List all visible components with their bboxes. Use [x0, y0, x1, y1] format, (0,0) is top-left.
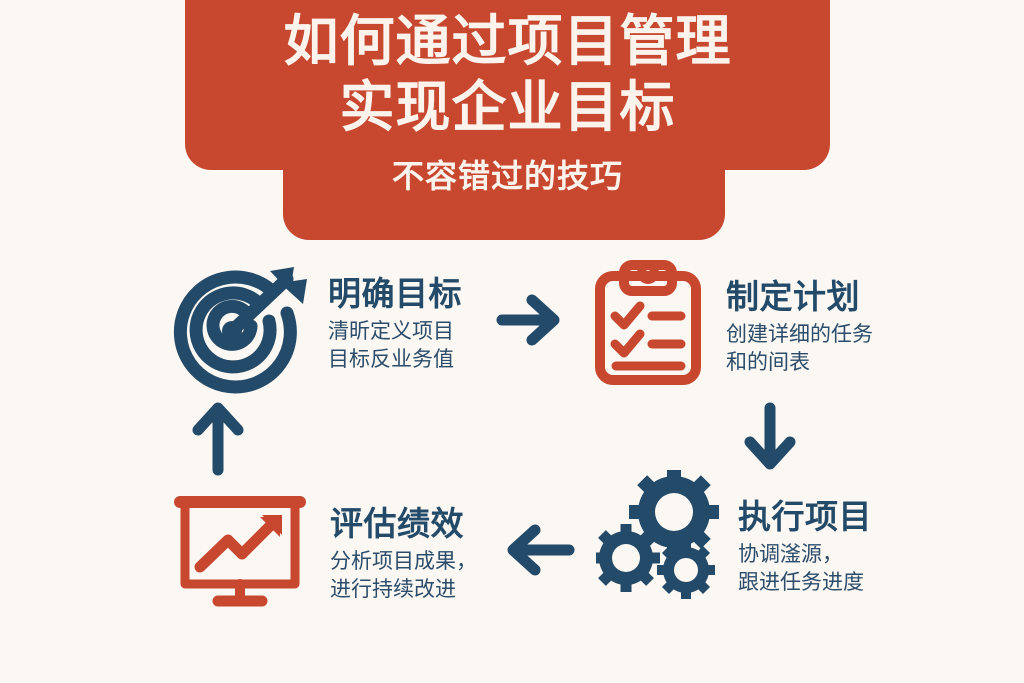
- step-desc-line-1: 创建详细的任务: [726, 323, 873, 346]
- gears-icon: [592, 467, 726, 605]
- presentation-chart-icon: [170, 487, 310, 617]
- step-make-plan-text: 制定计划 创建详细的任务 和的间表: [726, 278, 873, 377]
- step-define-goals-text: 明确目标 清昕定义项目 目标反业务值: [328, 275, 462, 374]
- step-desc-line-2: 跟进任务进度: [738, 571, 864, 594]
- step-desc-line-1: 协调滏源，: [738, 543, 843, 566]
- step-make-plan: 制定计划 创建详细的任务 和的间表: [588, 258, 873, 393]
- step-title: 明确目标: [328, 275, 462, 312]
- clipboard-checklist-icon: [588, 258, 708, 393]
- arrow-down-icon: [742, 402, 798, 477]
- step-execute-project: 执行项目 协调滏源， 跟进任务进度: [592, 467, 872, 605]
- step-desc-line-1: 清昕定义项目: [328, 320, 454, 343]
- step-desc-line-2: 和的间表: [726, 351, 810, 374]
- banner-subtitle: 不容错过的技巧: [391, 158, 623, 194]
- step-desc-line-2: 目标反业务值: [328, 348, 454, 371]
- arrow-left-icon: [505, 522, 577, 583]
- arrow-up-icon: [190, 398, 246, 481]
- step-evaluate-performance: 评估绩效 分析项目成果， 进行持续改进: [170, 487, 477, 617]
- arrow-right-icon: [496, 292, 562, 353]
- banner-bottom-block: [283, 160, 725, 240]
- target-icon: [170, 255, 310, 400]
- step-desc-line-1: 分析项目成果，: [330, 550, 477, 573]
- step-define-goals: 明确目标 清昕定义项目 目标反业务值: [170, 255, 462, 400]
- banner-top-block: [185, 0, 830, 170]
- title-line-1: 如何通过项目管理: [283, 10, 732, 72]
- step-desc-line-2: 进行持续改进: [330, 578, 456, 601]
- step-execute-project-text: 执行项目 协调滏源， 跟进任务进度: [738, 498, 872, 597]
- step-title: 评估绩效: [330, 505, 464, 542]
- step-title: 执行项目: [738, 498, 872, 535]
- title-line-2: 实现企业目标: [339, 76, 676, 138]
- step-title: 制定计划: [726, 278, 860, 315]
- step-evaluate-performance-text: 评估绩效 分析项目成果， 进行持续改进: [330, 505, 477, 604]
- banner-text-group: 如何通过项目管理 实现企业目标 不容错过的技巧: [185, 8, 830, 196]
